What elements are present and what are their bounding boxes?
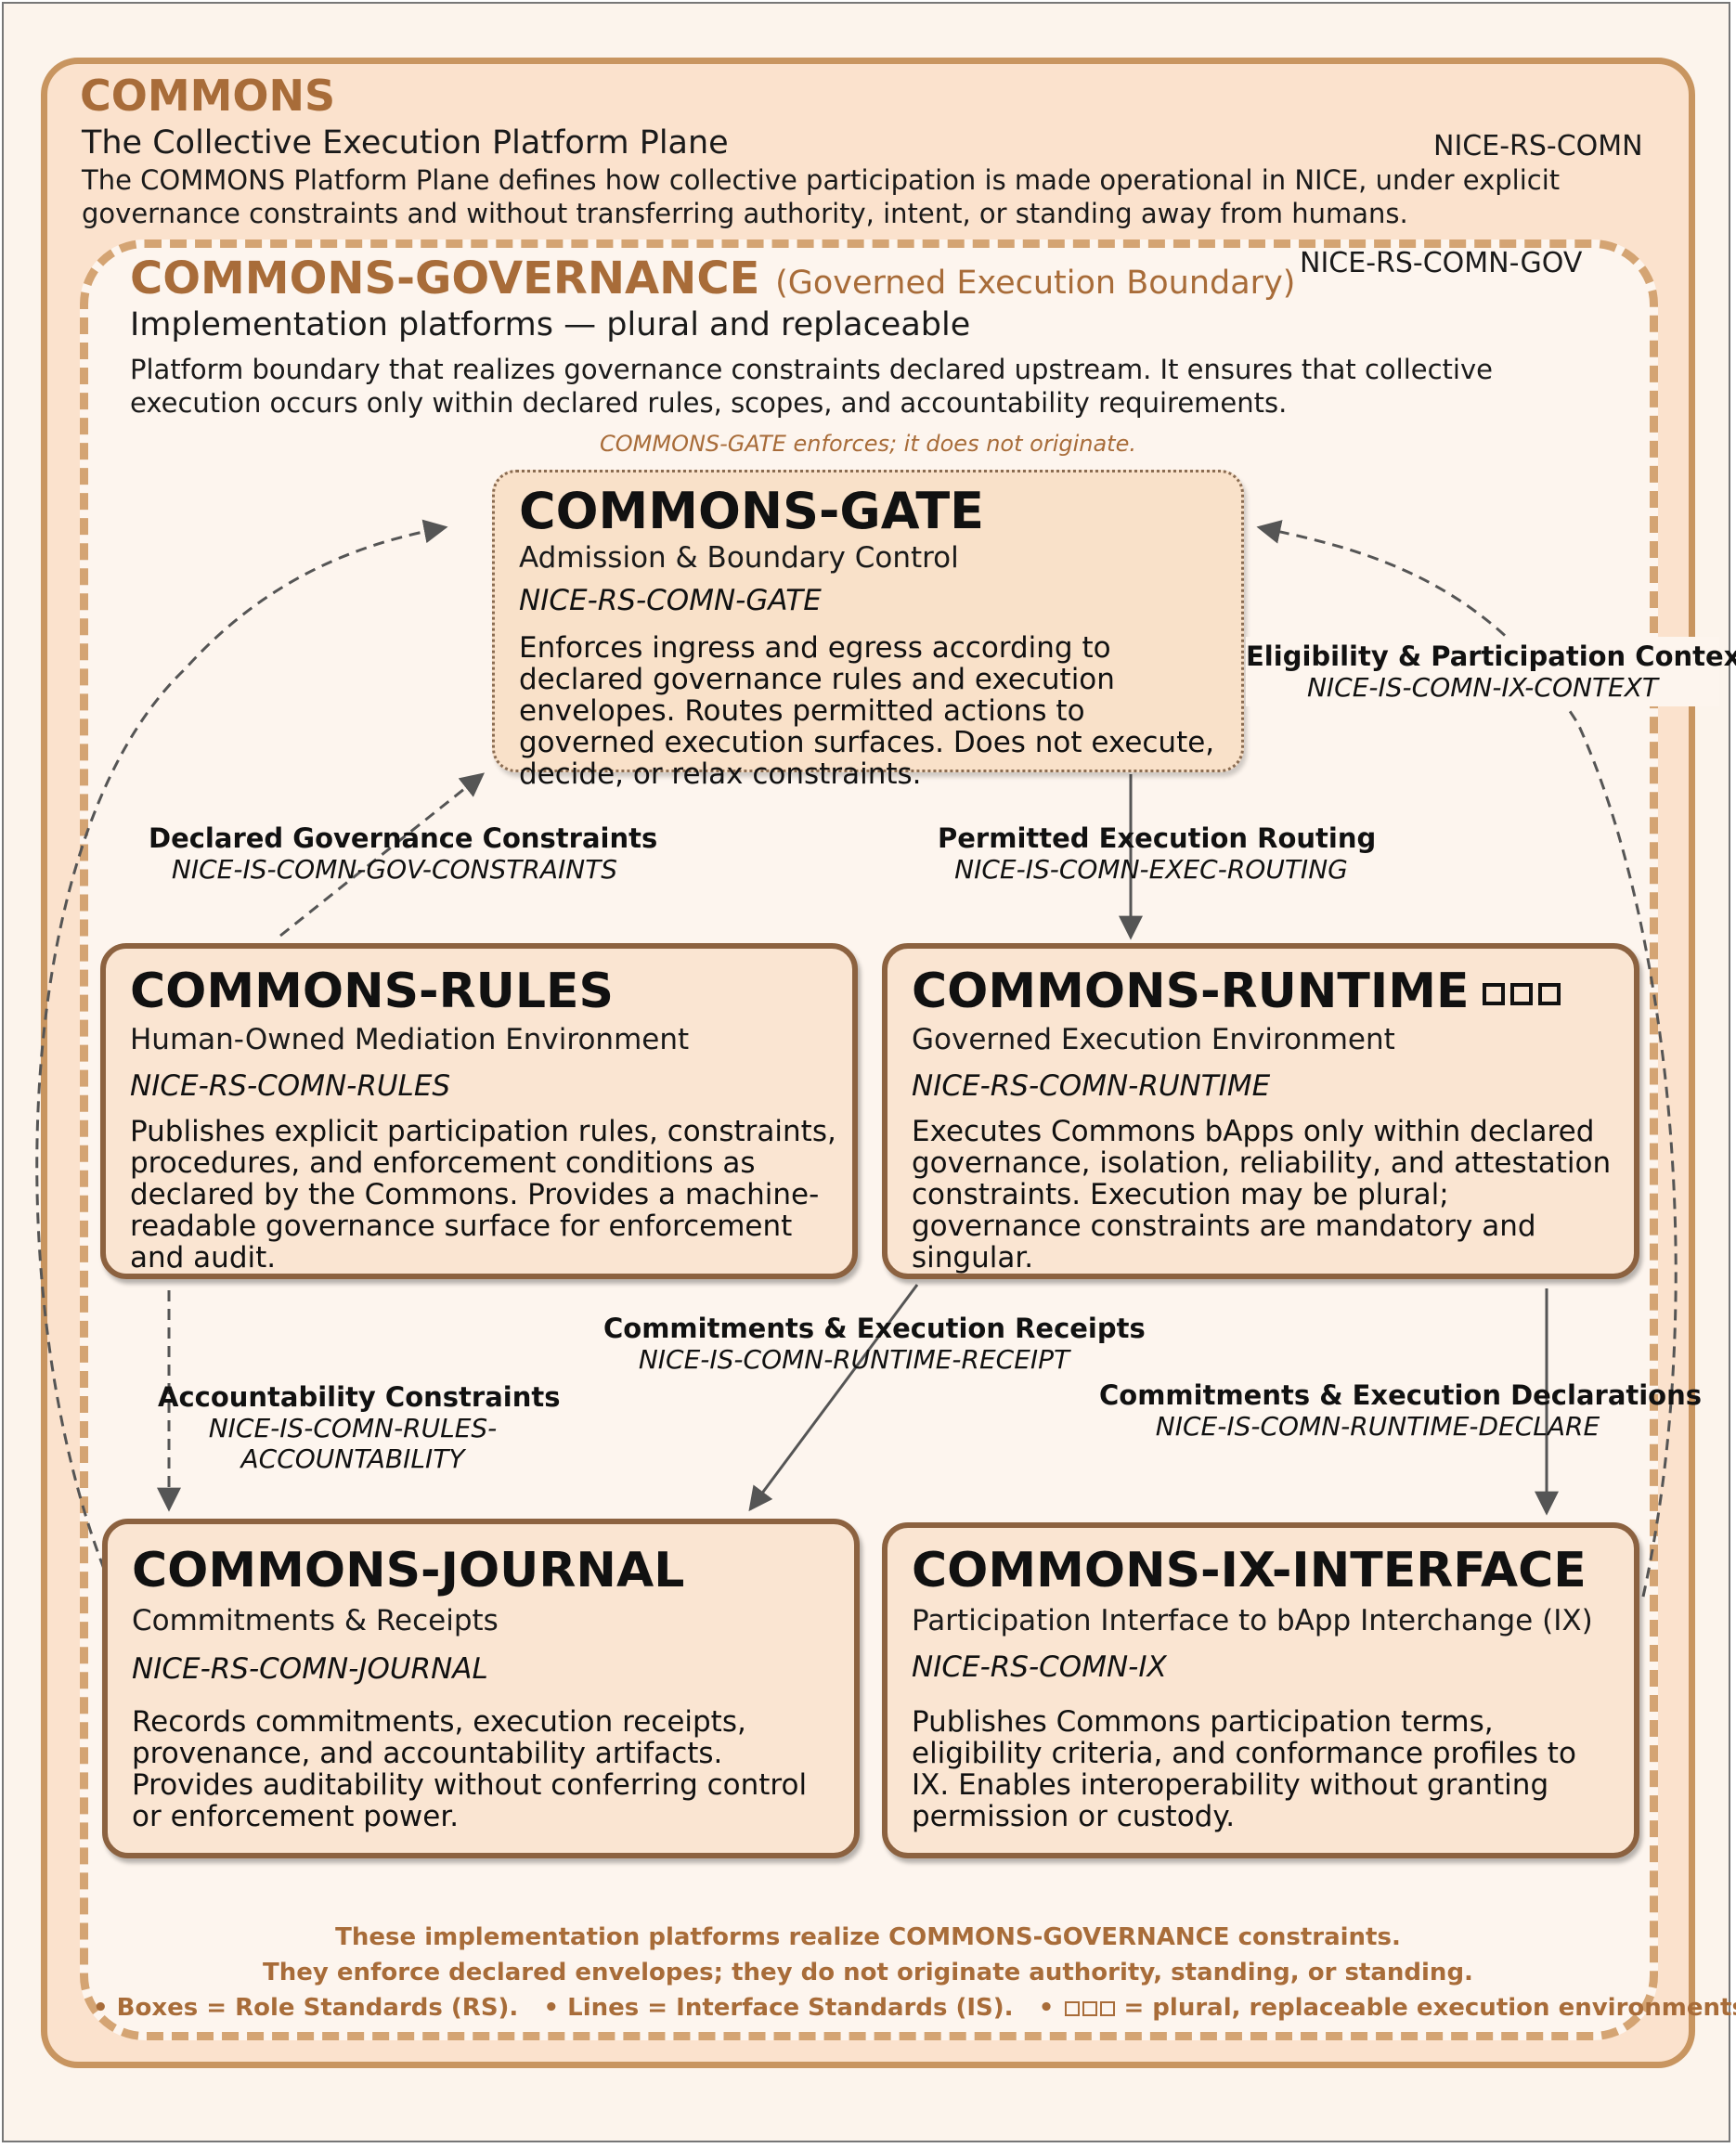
routing-label: Permitted Execution Routing NICE-IS-COMN…	[938, 822, 1377, 885]
governance-title: COMMONS-GOVERNANCE (Governed Execution B…	[130, 252, 1295, 304]
journal-subtitle: Commitments & Receipts	[132, 1604, 499, 1637]
commons-subtitle: The Collective Execution Platform Plane	[82, 124, 729, 162]
commons-description: The COMMONS Platform Plane defines how c…	[82, 164, 1561, 229]
footer-line1: These implementation platforms realize C…	[335, 1923, 1401, 1951]
governance-subtitle: Implementation platforms — plural and re…	[130, 306, 971, 343]
runtime-title-text: COMMONS-RUNTIME	[912, 964, 1470, 1019]
loop-left-connector	[35, 519, 448, 1570]
footer-line2: They enforce declared envelopes; they do…	[263, 1959, 1473, 1986]
context-label: Eligibility & Participation Context NICE…	[1246, 637, 1736, 706]
accountability-code-line1: NICE-IS-COMN-RULES-	[208, 1413, 498, 1443]
ix-title: COMMONS-IX-INTERFACE	[912, 1543, 1587, 1598]
declare-code: NICE-IS-COMN-RUNTIME-DECLARE	[1155, 1411, 1600, 1442]
routing-name: Permitted Execution Routing	[938, 822, 1377, 854]
ix-subtitle: Participation Interface to bApp Intercha…	[912, 1604, 1593, 1637]
commons-journal-box: COMMONS-JOURNAL Commitments & Receipts N…	[102, 1519, 860, 1858]
constraints-label: Declared Governance Constraints NICE-IS-…	[149, 822, 658, 885]
commons-ix-interface-box: COMMONS-IX-INTERFACE Participation Inter…	[882, 1522, 1639, 1858]
runtime-subtitle: Governed Execution Environment	[912, 1023, 1395, 1056]
receipt-label: Commitments & Execution Receipts NICE-IS…	[603, 1313, 1146, 1375]
receipt-connector	[748, 1284, 919, 1512]
legend-lines: • Lines = Interface Standards (IS).	[543, 1994, 1014, 2022]
gate-title: COMMONS-GATE	[519, 482, 985, 540]
rules-code: NICE-RS-COMN-RULES	[130, 1069, 451, 1103]
rules-description: Publishes explicit participation rules, …	[130, 1115, 836, 1275]
rules-subtitle: Human-Owned Mediation Environment	[130, 1023, 690, 1056]
commons-rules-box: COMMONS-RULES Human-Owned Mediation Envi…	[100, 943, 858, 1279]
runtime-title: COMMONS-RUNTIME	[912, 964, 1561, 1019]
governance-description: Platform boundary that realizes governan…	[130, 354, 1493, 419]
declare-name: Commitments & Execution Declarations	[1099, 1379, 1703, 1411]
accountability-name: Accountability Constraints	[158, 1381, 561, 1413]
commons-title: COMMONS	[80, 71, 336, 121]
declare-label: Commitments & Execution Declarations NIC…	[1099, 1379, 1703, 1442]
governance-code: NICE-RS-COMN-GOV	[1300, 247, 1583, 279]
constraints-connector	[279, 772, 486, 938]
receipt-name: Commitments & Execution Receipts	[603, 1313, 1146, 1344]
ix-code: NICE-RS-COMN-IX	[912, 1650, 1167, 1684]
gate-subtitle: Admission & Boundary Control	[519, 541, 959, 575]
plural-squares-icon	[1477, 964, 1561, 1019]
accountability-code-line2: ACCOUNTABILITY	[240, 1443, 465, 1474]
gate-note: COMMONS-GATE enforces; it does not origi…	[600, 431, 1136, 457]
journal-description: Records commitments, execution receipts,…	[132, 1705, 808, 1833]
commons-code: NICE-RS-COMN	[1433, 130, 1643, 162]
rules-title: COMMONS-RULES	[130, 964, 614, 1019]
legend-boxes: • Boxes = Role Standards (RS).	[93, 1994, 519, 2022]
footer-legend: • Boxes = Role Standards (RS). • Lines =…	[93, 1994, 1736, 2022]
legend-plural-bullet: •	[1038, 1994, 1055, 2022]
commons-gate-box: COMMONS-GATE Admission & Boundary Contro…	[492, 470, 1244, 790]
journal-title: COMMONS-JOURNAL	[132, 1543, 685, 1598]
receipt-code: NICE-IS-COMN-RUNTIME-RECEIPT	[638, 1344, 1070, 1375]
journal-code: NICE-RS-COMN-JOURNAL	[132, 1652, 488, 1686]
gate-description: Enforces ingress and egress according to…	[519, 631, 1215, 791]
routing-code: NICE-IS-COMN-EXEC-ROUTING	[954, 854, 1348, 885]
legend-plural: = plural, replaceable execution environm…	[1123, 1994, 1736, 2022]
context-code: NICE-IS-COMN-IX-CONTEXT	[1306, 672, 1659, 703]
gate-code: NICE-RS-COMN-GATE	[519, 584, 822, 617]
commons-runtime-box: COMMONS-RUNTIME Governed Execution Envir…	[882, 943, 1639, 1279]
governance-title-suffix: (Governed Execution Boundary)	[775, 265, 1296, 302]
ix-description: Publishes Commons participation terms, e…	[912, 1705, 1576, 1833]
constraints-name: Declared Governance Constraints	[149, 822, 658, 854]
context-name: Eligibility & Participation Context	[1246, 641, 1736, 672]
runtime-code: NICE-RS-COMN-RUNTIME	[912, 1069, 1271, 1103]
constraints-code: NICE-IS-COMN-GOV-CONSTRAINTS	[171, 854, 618, 885]
runtime-description: Executes Commons bApps only within decla…	[912, 1115, 1612, 1275]
accountability-label: Accountability Constraints NICE-IS-COMN-…	[158, 1381, 561, 1474]
loop-right-connector	[1256, 520, 1678, 1598]
governance-title-main: COMMONS-GOVERNANCE	[130, 252, 760, 304]
legend-plural-squares-icon	[1062, 1994, 1116, 2022]
